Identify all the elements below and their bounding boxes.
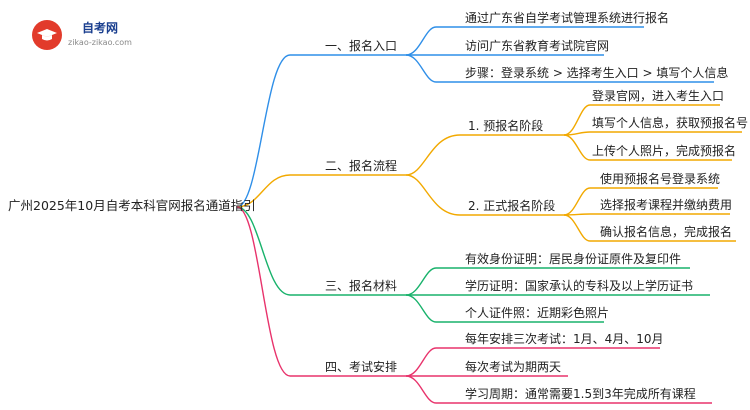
connector-b4-item3 — [405, 375, 437, 404]
b2-sub-2-label: 2. 正式报名阶段 — [468, 199, 556, 213]
root-topic: 广州2025年10月自考本科官网报名通道指引 — [8, 198, 256, 213]
connector-b2-sub1 — [405, 134, 461, 176]
branch-4-label: 四、考试安排 — [325, 360, 398, 374]
connector-root-branch1 — [236, 54, 291, 208]
connector-b1-item3 — [405, 54, 437, 83]
connector-root-branch2 — [236, 174, 291, 208]
b2-s2-item-3: 确认报名信息，完成报名 — [600, 225, 733, 239]
b4-item-1: 每年安排三次考试：1月、4月、10月 — [465, 332, 664, 346]
b2-s2-item-1: 使用预报名号登录系统 — [600, 172, 721, 186]
b4-item-3: 学习周期：通常需要1.5到3年完成所有课程 — [465, 387, 696, 401]
connector-b3-item1 — [405, 267, 437, 296]
connector-s1-item1 — [563, 104, 591, 136]
connector-root-branch4 — [236, 206, 291, 377]
b2-s1-item-2: 填写个人信息，获取预报名号 — [592, 116, 749, 130]
connector-s2-item3 — [563, 214, 591, 242]
b1-item-2: 访问广东省教育考试院官网 — [465, 39, 610, 53]
b3-item-2: 学历证明：国家承认的专科及以上学历证书 — [465, 279, 694, 293]
graduation-cap-icon — [37, 29, 57, 41]
connector-b4-item1 — [405, 347, 437, 377]
logo-name: 自考网 — [82, 21, 119, 35]
logo-domain: zikao-zikao.com — [68, 38, 132, 47]
b3-item-3: 个人证件照：近期彩色照片 — [465, 306, 610, 320]
b1-item-3: 步骤：登录系统 > 选择考生入口 > 填写个人信息 — [465, 66, 729, 80]
connector-s1-item3 — [563, 134, 591, 161]
b2-s1-item-1: 登录官网，进入考生入口 — [592, 89, 725, 103]
branch-3-label: 三、报名材料 — [325, 279, 398, 293]
b2-s1-item-3: 上传个人照片，完成预报名 — [592, 144, 737, 158]
connector-root-branch3 — [236, 206, 291, 296]
branch-2-label: 二、报名流程 — [325, 159, 398, 173]
b2-s2-item-2: 选择报考课程并缴纳费用 — [600, 198, 733, 212]
logo-badge — [32, 20, 62, 50]
connector-s2-item1 — [563, 187, 591, 216]
b1-item-1: 通过广东省自学考试管理系统进行报名 — [465, 11, 670, 25]
connector-b2-sub2 — [405, 174, 461, 216]
connector-b3-item3 — [405, 294, 437, 323]
connector-b1-item1 — [405, 26, 437, 56]
b2-sub-1-label: 1. 预报名阶段 — [468, 119, 544, 133]
b4-item-2: 每次考试为期两天 — [465, 360, 562, 374]
b3-item-1: 有效身份证明：居民身份证原件及复印件 — [465, 252, 682, 266]
branch-1-label: 一、报名入口 — [325, 39, 398, 53]
site-logo: 自考网 zikao-zikao.com — [32, 16, 152, 56]
